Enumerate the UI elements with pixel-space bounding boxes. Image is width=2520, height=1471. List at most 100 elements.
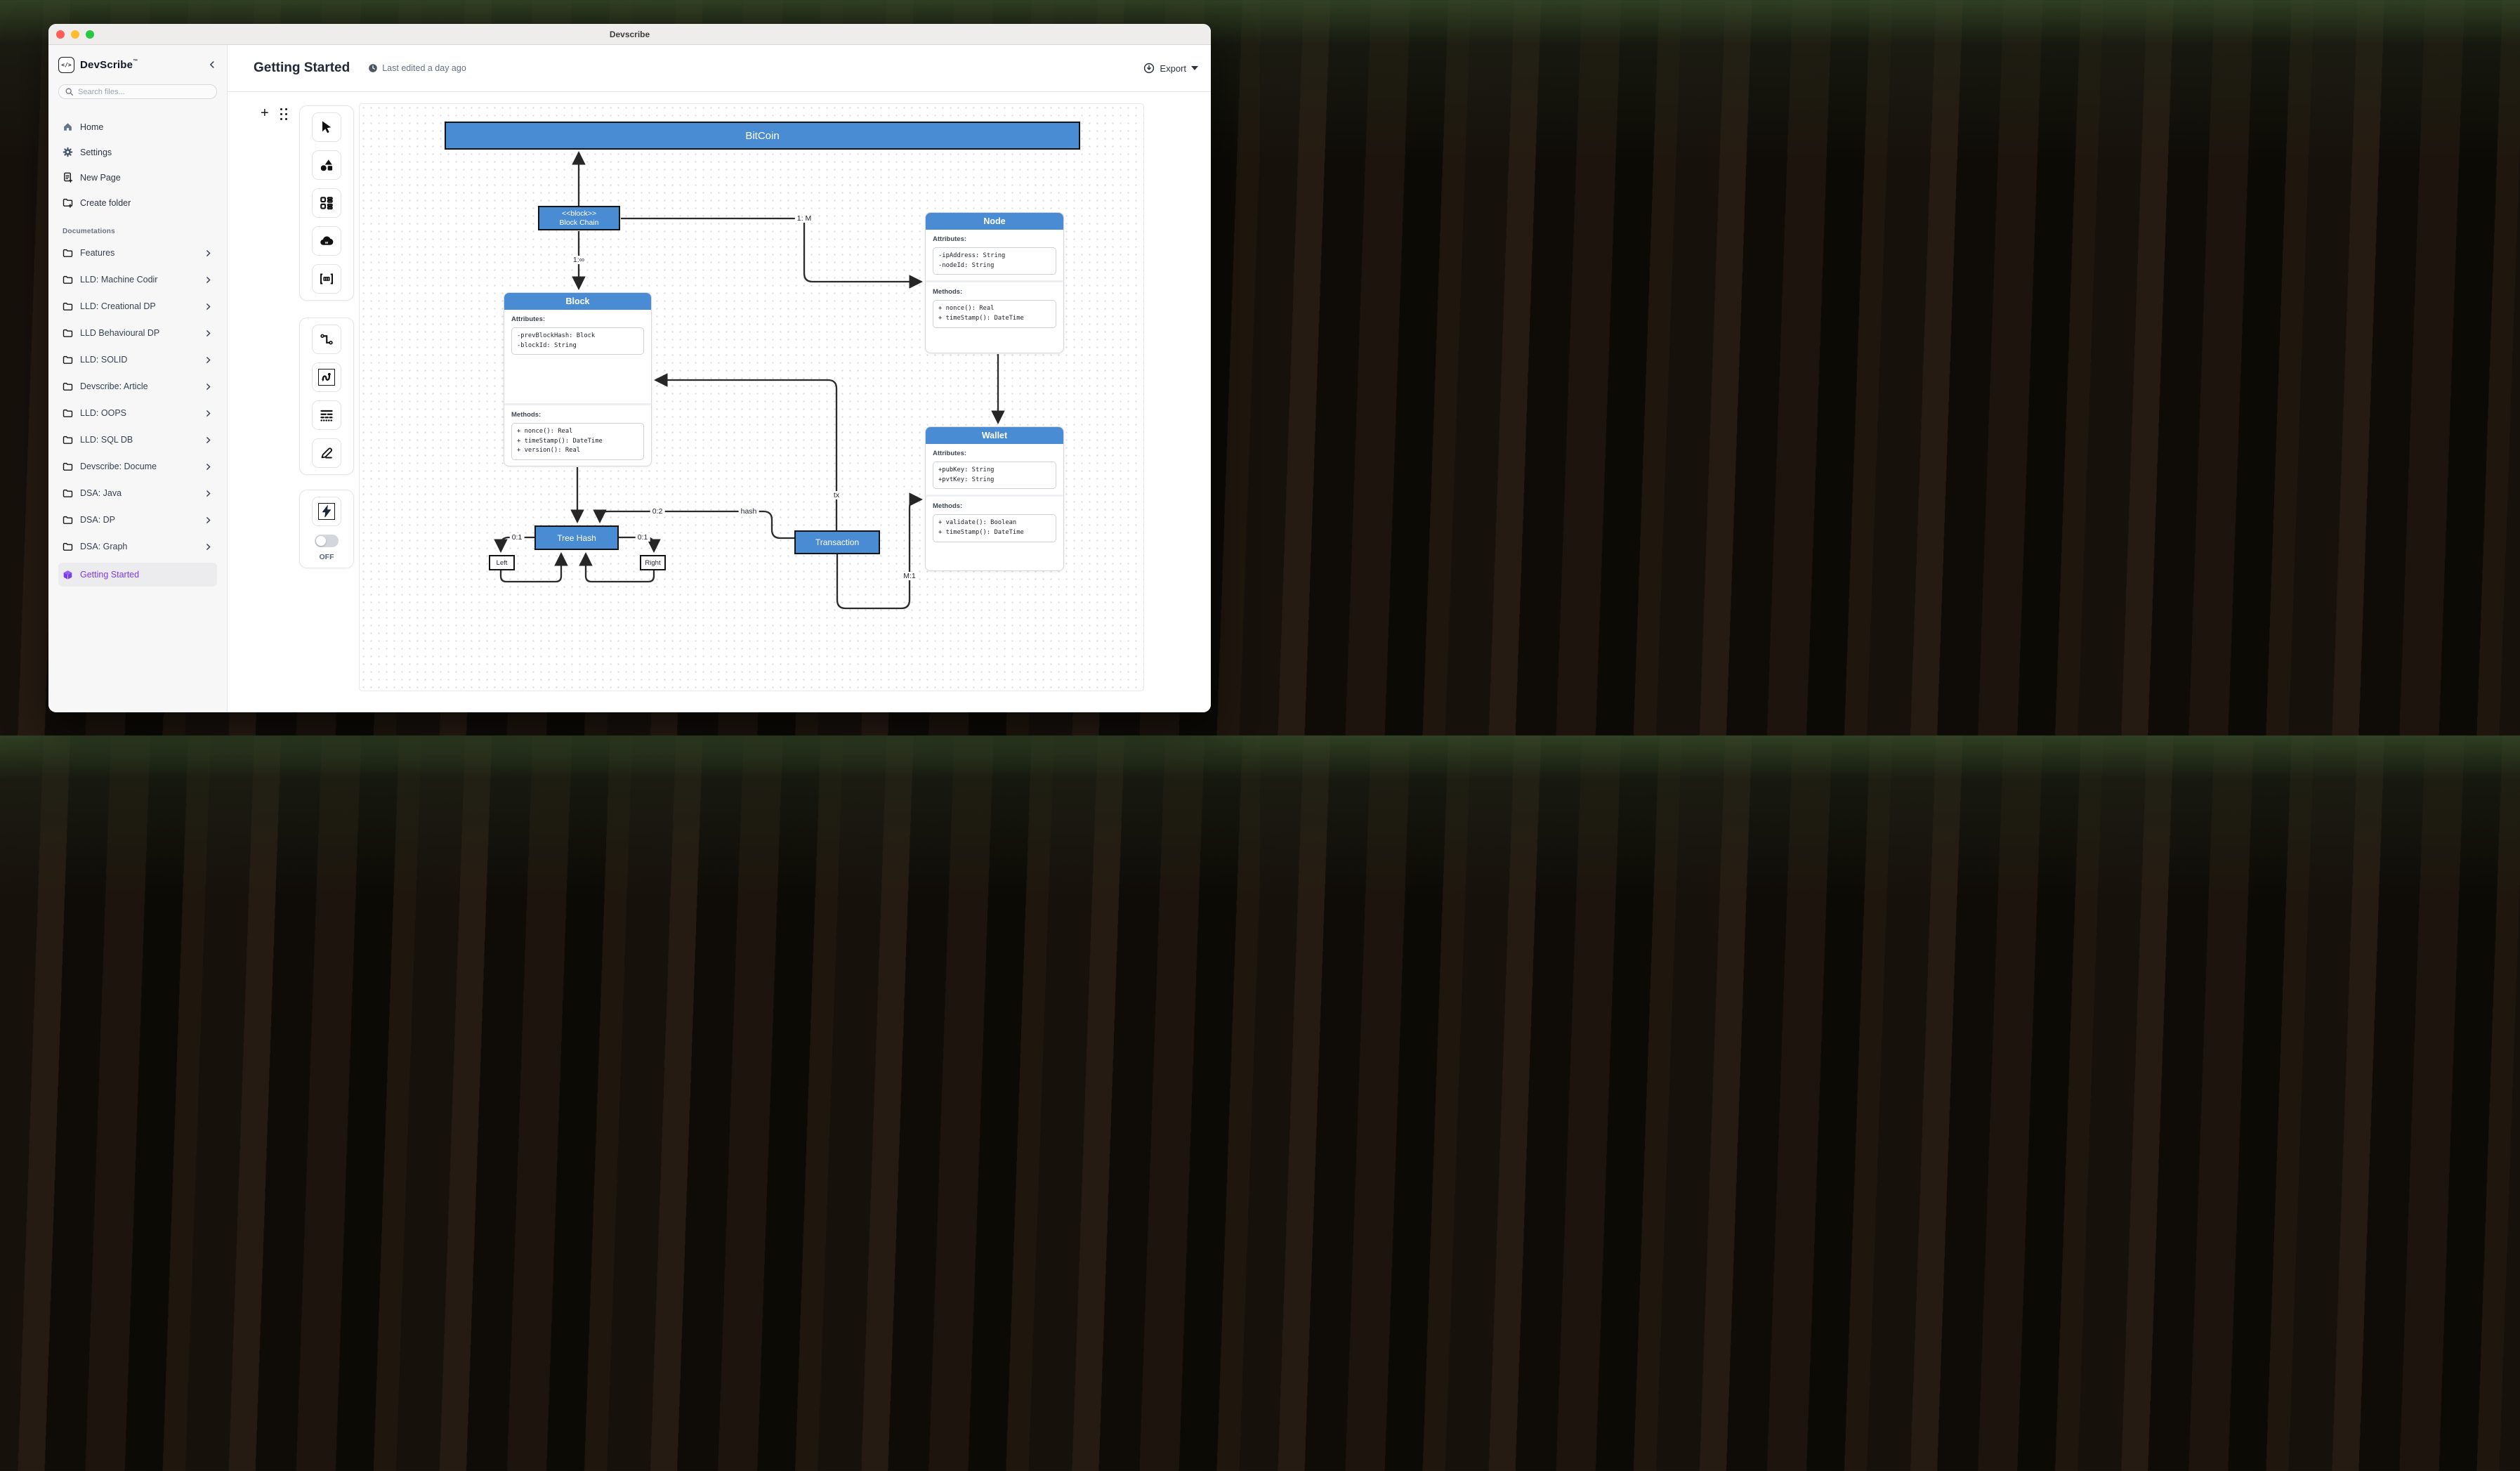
node-title: Tree Hash [557,533,596,543]
window-title: Devscribe [610,30,650,39]
folder-icon [63,488,73,499]
chevron-right-icon [204,516,213,525]
close-window-button[interactable] [56,30,65,39]
shapes-tool-button[interactable] [312,150,341,180]
line-styles-icon [320,408,334,422]
multiplicity-label-02: 0:2 [650,507,665,516]
methods-label: Methods: [933,288,1056,296]
diagram-node-blockchain[interactable]: <<block>> Block Chain [538,206,620,230]
edge-label-hash: hash [739,507,759,516]
curved-connector-tool-button[interactable] [312,362,341,392]
search-box[interactable] [58,84,217,99]
diagram-node-transaction[interactable]: Transaction [794,530,880,554]
uml-card-node[interactable]: Node Attributes: -ipAddress: String-node… [925,212,1064,353]
doc-label: LLD: SOLID [80,355,127,365]
multiplicity-label-m1: M:1 [901,572,918,580]
chevron-right-icon [204,329,213,338]
uml-card-wallet[interactable]: Wallet Attributes: +pubKey: String+pvtKe… [925,426,1064,571]
doc-label: Devscribe: Article [80,381,148,391]
diagram-node-treehash[interactable]: Tree Hash [534,525,619,550]
node-stereotype: <<block>> [562,209,596,218]
doc-label: LLD: Machine Codir [80,275,157,285]
methods-box: + nonce(): Real+ timeStamp(): DateTime+ … [511,423,644,460]
doc-label: DSA: Graph [80,542,127,551]
sidebar-item-lld-creational-dp[interactable]: LLD: Creational DP [58,296,217,317]
doc-label: Getting Started [80,570,139,580]
sidebar-item-lld-behavioural-dp[interactable]: LLD Behavioural DP [58,322,217,344]
doc-label: LLD: OOPS [80,408,126,418]
uml-card-block[interactable]: Block Attributes: -prevBlockHash: Block-… [504,292,652,466]
chevron-right-icon [204,382,213,391]
pencil-icon [320,446,334,460]
sidebar-item-lld-solid[interactable]: LLD: SOLID [58,349,217,370]
chevron-right-icon [204,489,213,498]
select-tool-button[interactable] [312,112,341,142]
sidebar-item-getting-started[interactable]: Getting Started [58,563,217,587]
tool-panel-connectors [299,318,354,475]
chevron-right-icon [204,275,213,285]
search-icon [65,87,74,96]
pencil-tool-button[interactable] [312,438,341,468]
quick-actions-tool-button[interactable] [312,497,341,526]
doc-label: DSA: Java [80,488,122,498]
documentations-section-label: Documetations [58,228,217,235]
doc-label: LLD: SQL DB [80,435,133,445]
connector-transaction-treehash [600,511,794,538]
doc-label: DSA: DP [80,515,115,525]
node-title: BitCoin [745,130,779,142]
auto-layout-toggle[interactable] [315,535,339,547]
elbow-connector-tool-button[interactable] [312,325,341,354]
drag-handle[interactable] [280,108,288,121]
selected-tool-frame [318,503,335,520]
folder-icon [63,328,73,339]
sidebar-item-devscribe-article[interactable]: Devscribe: Article [58,376,217,397]
sidebar-collapse-button[interactable] [207,60,217,70]
doc-label: Devscribe: Docume [80,462,157,471]
nav-label: Create folder [80,198,131,208]
chevron-right-icon [204,302,213,311]
sidebar-item-dsa-graph[interactable]: DSA: Graph [58,536,217,557]
export-button[interactable]: Export [1143,63,1198,74]
minimize-window-button[interactable] [71,30,79,39]
curved-route-icon [320,371,333,384]
sidebar-item-home[interactable]: Home [58,117,217,136]
chevron-right-icon [204,462,213,471]
tool-panel-power: OFF [299,490,354,568]
zoom-window-button[interactable] [86,30,94,39]
folder-icon [63,301,73,312]
sidebar-item-settings[interactable]: Settings [58,143,217,162]
shapes-icon [320,158,334,172]
doc-label: Features [80,248,114,258]
sidebar-item-lld-machine-coding[interactable]: LLD: Machine Codir [58,269,217,290]
page-header: Getting Started Last edited a day ago Ex… [228,45,1211,92]
page-title: Getting Started [254,60,350,76]
chevron-right-icon [204,542,213,551]
sidebar-item-new-page[interactable]: New Page [58,168,217,187]
folder-icon [63,355,73,365]
sidebar-item-dsa-dp[interactable]: DSA: DP [58,509,217,530]
cloud-tool-button[interactable]: w [312,226,341,256]
components-tool-button[interactable] [312,188,341,218]
sidebar-item-create-folder[interactable]: Create folder [58,193,217,212]
diagram-node-right[interactable]: Right [640,555,666,570]
diagram-node-left[interactable]: Left [489,555,515,570]
diagram-canvas[interactable]: BitCoin <<block>> Block Chain Tree Hash … [359,103,1144,691]
sidebar-item-lld-sql-db[interactable]: LLD: SQL DB [58,429,217,450]
svg-text:w: w [324,241,329,245]
keyboard-tool-button[interactable] [312,264,341,294]
connector-layer [360,104,1144,691]
sidebar-item-dsa-java[interactable]: DSA: Java [58,483,217,504]
diagram-node-bitcoin[interactable]: BitCoin [445,122,1080,150]
methods-box: + nonce(): Real+ timeStamp(): DateTime [933,300,1056,327]
nav-label: Settings [80,148,112,157]
nav-label: New Page [80,173,121,183]
sidebar-item-features[interactable]: Features [58,242,217,263]
line-style-tool-button[interactable] [312,400,341,430]
doc-label: LLD: Creational DP [80,301,156,311]
search-input[interactable] [78,88,211,96]
sidebar-item-devscribe-docume[interactable]: Devscribe: Docume [58,456,217,477]
attributes-box: -ipAddress: String-nodeId: String [933,247,1056,275]
sidebar-item-lld-oops[interactable]: LLD: OOPS [58,403,217,424]
tool-panel-primary: w [299,105,354,301]
add-block-button[interactable]: + [261,107,269,119]
